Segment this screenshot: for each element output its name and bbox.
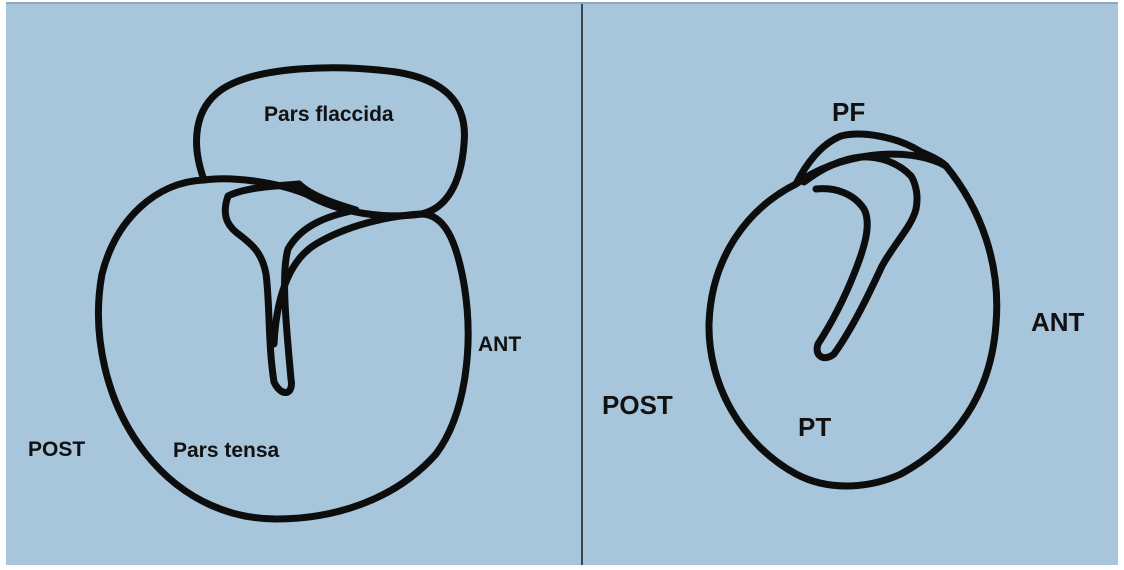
label-pars-tensa: Pars tensa [173,440,279,461]
tympanic-membrane-figure: Pars flaccida Pars tensa ANT POST PF PT … [6,2,1118,565]
diagram-drawing [6,4,1118,567]
label-ant-left: ANT [478,334,521,355]
label-pf: PF [832,99,865,125]
left-pars-tensa-outline [99,180,469,519]
right-pf-inner-line [804,157,911,182]
label-pars-flaccida: Pars flaccida [264,104,394,125]
label-ant-right: ANT [1031,309,1084,335]
left-malleus-outline [225,184,356,393]
label-pt: PT [798,414,831,440]
right-malleus-outline [816,176,917,358]
label-post-right: POST [602,392,673,418]
label-post-left: POST [28,439,85,460]
